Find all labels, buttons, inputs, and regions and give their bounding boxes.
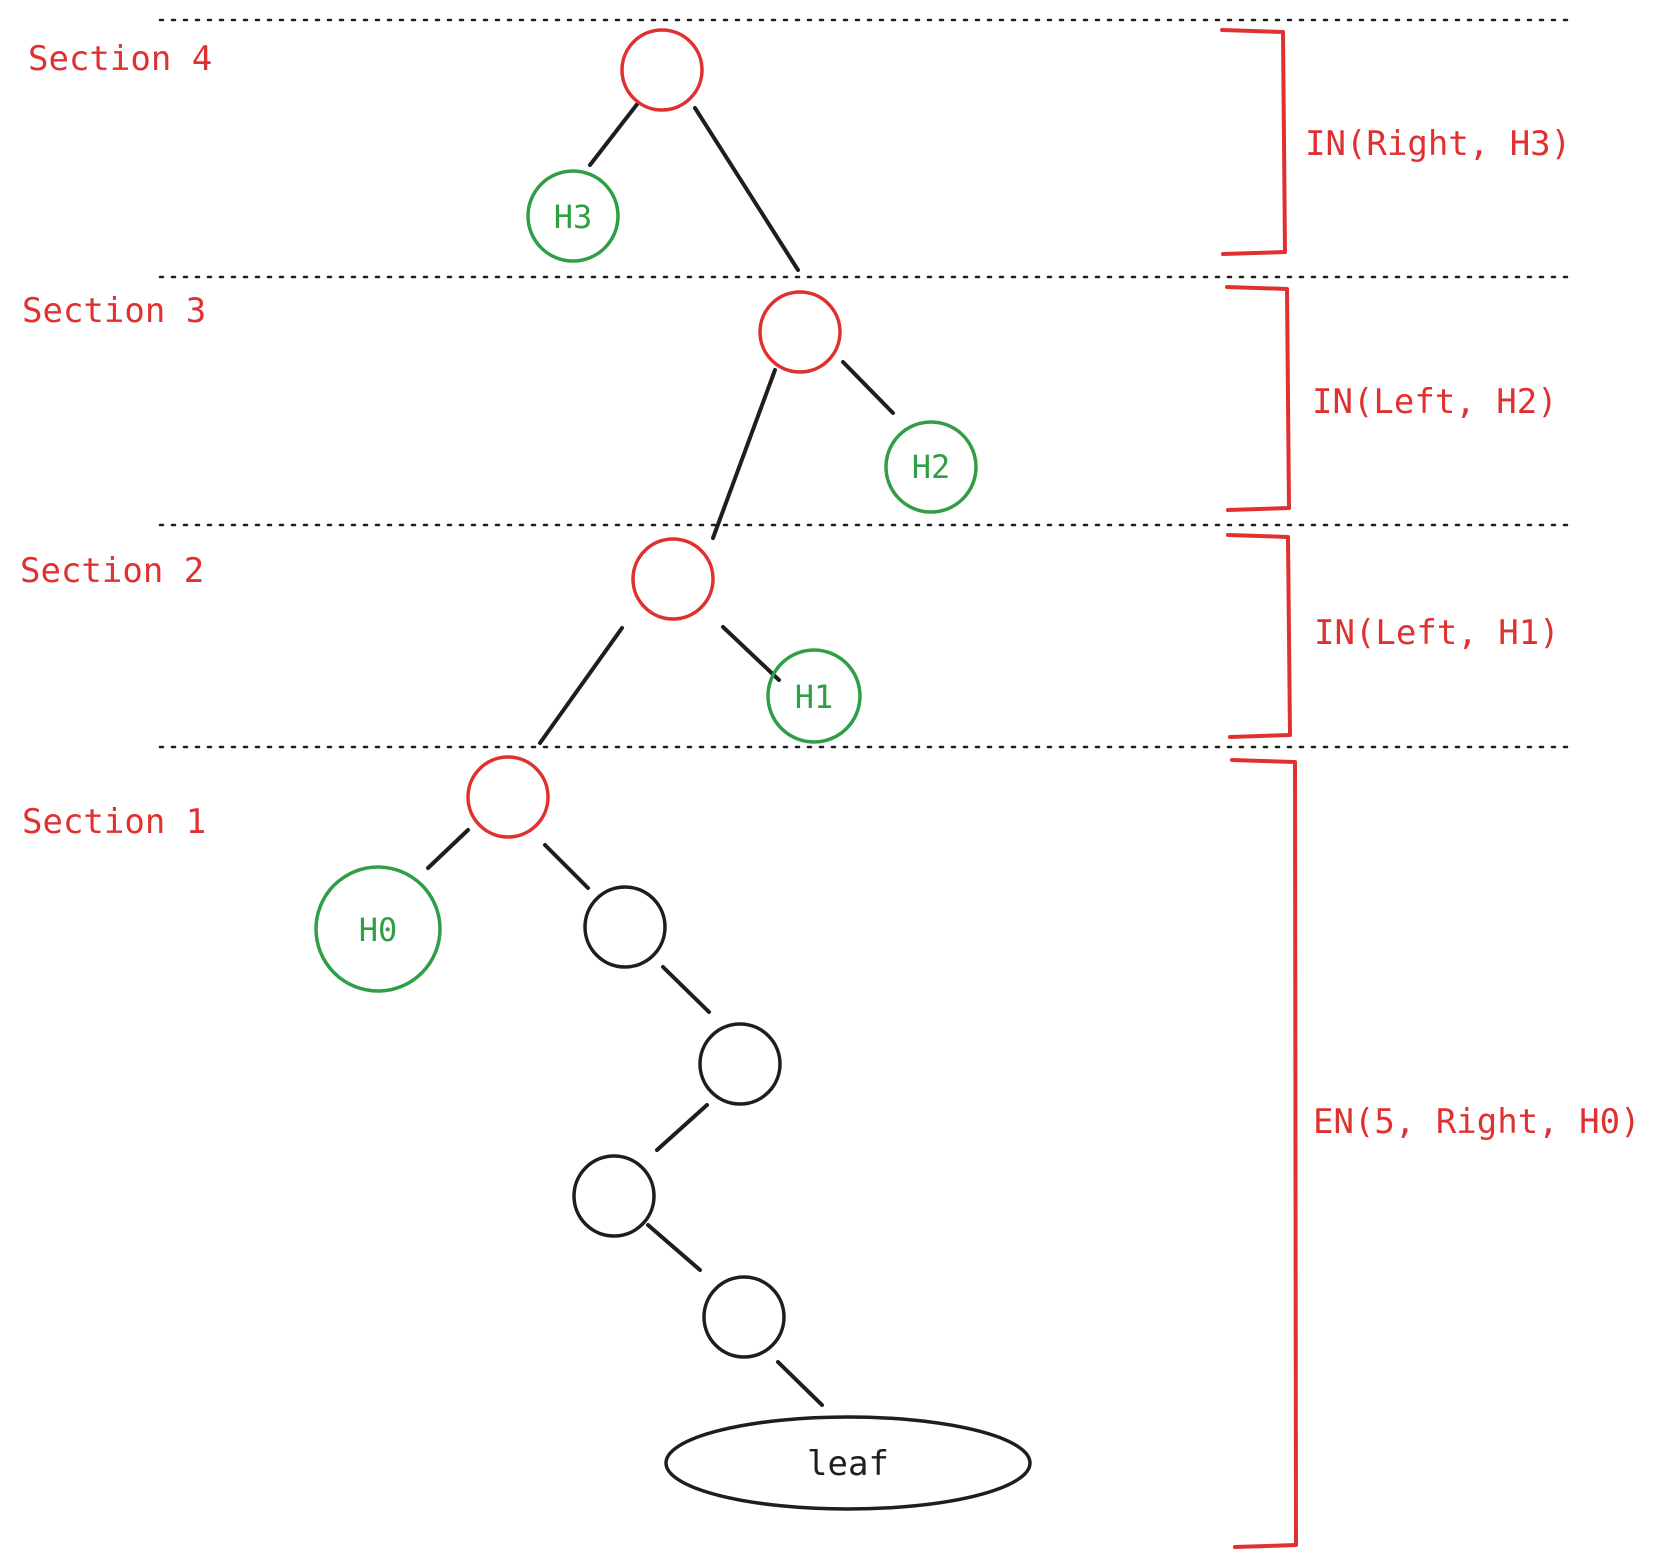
section-4-label: Section 4	[28, 39, 212, 79]
leaf-node-ellipse	[664, 1415, 1032, 1511]
section-4-bracket	[1220, 28, 1287, 256]
section-1-bracket	[1230, 758, 1298, 1549]
sec1-root-node	[466, 755, 550, 839]
h0-node-label: H0	[359, 911, 398, 949]
extension-node-4	[702, 1275, 786, 1359]
h0-node: H0	[314, 865, 442, 993]
section-3-bracket-label: IN(Left, H2)	[1312, 382, 1558, 422]
edge-sec2-root-to-sec1-root	[538, 626, 624, 745]
h0-node-circle	[314, 865, 442, 993]
leaf-node-label: leaf	[807, 1444, 889, 1484]
h3-node: H3	[526, 169, 620, 263]
section-2-bracket-label: IN(Left, H1)	[1314, 613, 1560, 653]
section-1-label: Section 1	[22, 802, 206, 842]
section-1-bracket-label: EN(5, Right, H0)	[1313, 1102, 1641, 1142]
h2-node-circle	[884, 420, 978, 514]
sec4-root-node	[620, 28, 704, 112]
edge-chain2-to-chain3	[655, 1103, 709, 1152]
h1-node: H1	[766, 648, 862, 744]
sec2-root-node	[631, 537, 715, 621]
edge-sec4-root-to-h3	[588, 101, 640, 167]
h1-node-label: H1	[795, 678, 834, 716]
edge-sec1-root-to-h0	[426, 828, 470, 870]
h2-node-label: H2	[912, 448, 951, 486]
extension-node-1	[583, 885, 667, 969]
edge-sec1-root-to-chain1	[543, 843, 590, 890]
section-4-bracket-label: IN(Right, H3)	[1305, 124, 1571, 164]
extension-node-3	[572, 1154, 656, 1238]
leaf-node: leaf	[664, 1415, 1032, 1511]
h1-node-circle	[766, 648, 862, 744]
edge-sec2-root-to-h1	[721, 625, 781, 682]
edge-chain3-to-chain4	[646, 1223, 702, 1272]
h3-node-label: H3	[554, 198, 593, 236]
edge-sec4-root-to-sec3-root	[693, 106, 800, 272]
section-3-label: Section 3	[22, 291, 206, 331]
section-2-label: Section 2	[20, 551, 204, 591]
section-3-bracket	[1225, 285, 1291, 512]
section-2-bracket	[1226, 533, 1292, 739]
h3-node-circle	[526, 169, 620, 263]
edge-sec3-root-to-h2	[841, 360, 895, 415]
edge-sec3-root-to-sec2-root	[711, 368, 777, 540]
edge-chain4-to-leaf	[776, 1360, 824, 1407]
sec3-root-node	[758, 290, 842, 374]
h2-node: H2	[884, 420, 978, 514]
edge-chain1-to-chain2	[661, 965, 711, 1014]
extension-node-2	[698, 1022, 782, 1106]
